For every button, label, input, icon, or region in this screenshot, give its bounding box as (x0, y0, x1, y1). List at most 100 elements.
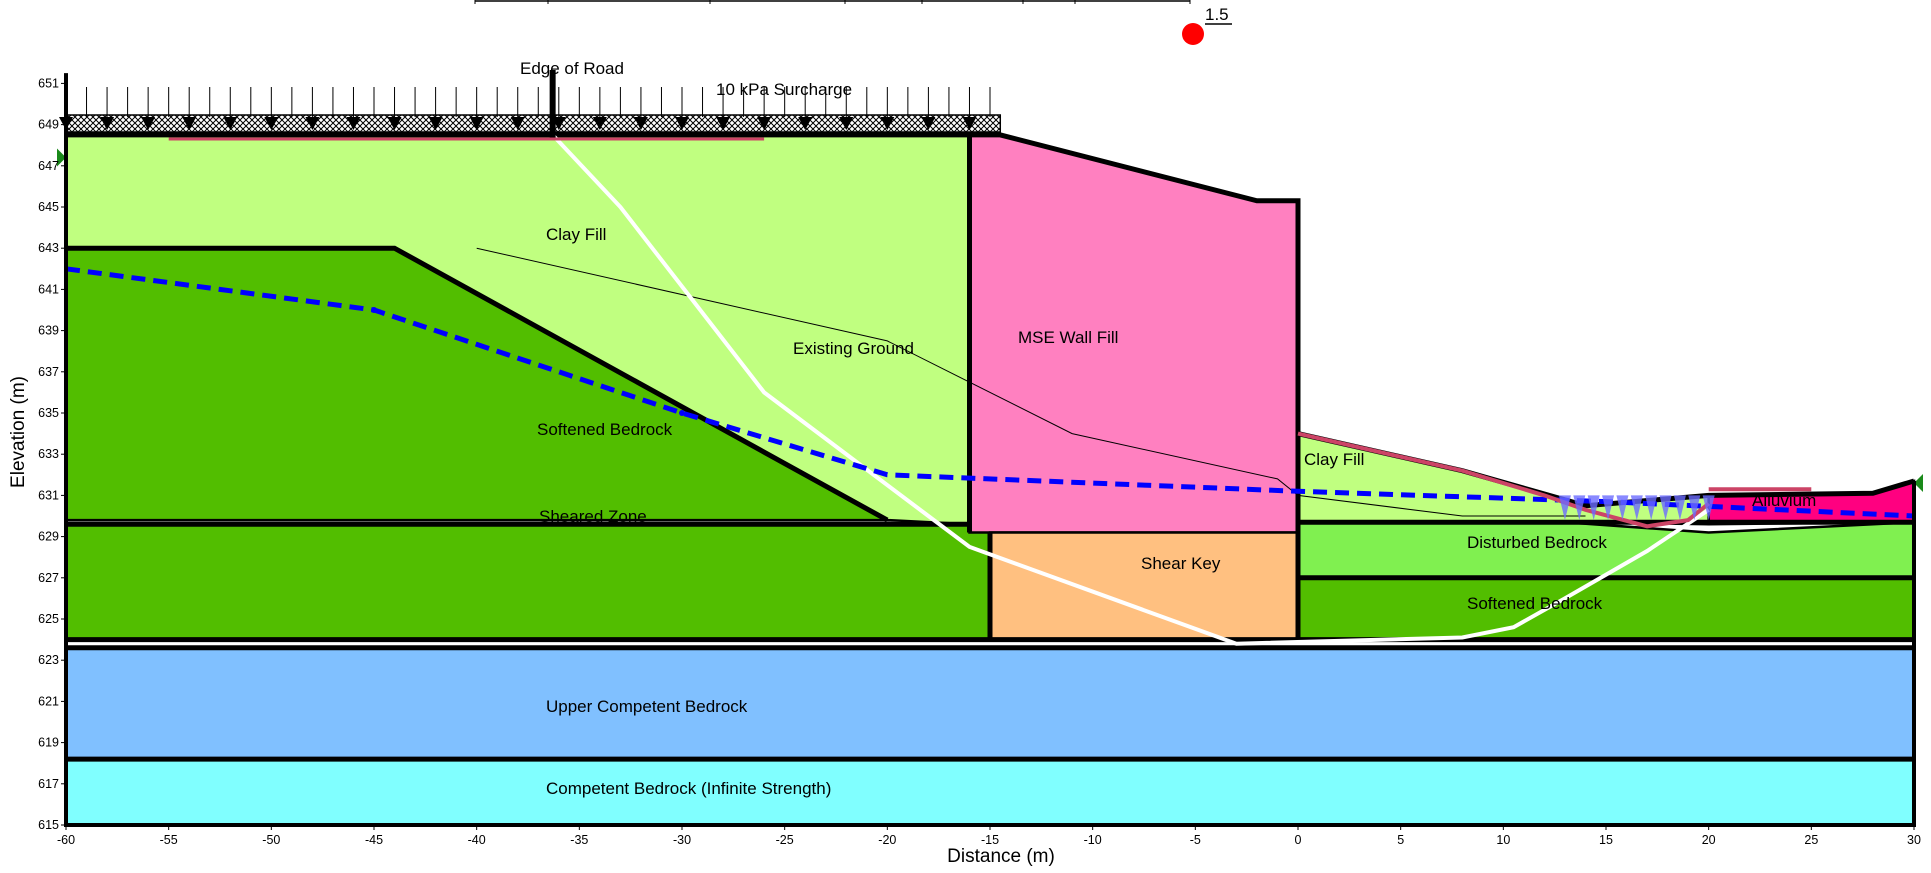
pore-pressure-arrow (1688, 495, 1701, 521)
critical-slip-surface (551, 133, 1710, 646)
surcharge-arrowhead (592, 117, 607, 130)
x-tick-label: -15 (981, 833, 999, 847)
y-tick-label: 637 (38, 365, 59, 379)
y-tick-label: 623 (38, 653, 59, 667)
x-tick-label: 5 (1397, 833, 1404, 847)
x-tick-label: -5 (1190, 833, 1201, 847)
x-tick-label: -55 (160, 833, 178, 847)
y-tick-label: 635 (38, 406, 59, 420)
surcharge-arrowhead (100, 117, 115, 130)
surcharge-arrowhead (346, 117, 361, 130)
existing-ground-line (476, 247, 1586, 517)
factor-of-safety-label: 1.5 (1205, 5, 1229, 24)
y-tick-label: 647 (38, 159, 59, 173)
left-boundary-marker (57, 148, 66, 167)
surcharge-arrowhead (428, 117, 443, 130)
disturbed-bedrock-label: Disturbed Bedrock (1467, 533, 1607, 552)
clay-fill-label: Clay Fill (546, 225, 606, 244)
competent-bedrock-region (64, 757, 1916, 827)
y-tick-label: 629 (38, 530, 59, 544)
pore-pressure-arrow (1616, 495, 1629, 521)
edge-of-road-label: Edge of Road (520, 59, 624, 78)
x-tick-label: 30 (1907, 833, 1921, 847)
surcharge-arrowhead (510, 117, 525, 130)
competent-bedrock-label: Competent Bedrock (Infinite Strength) (546, 779, 831, 798)
pore-pressure-arrow (1702, 495, 1715, 521)
shear-key-region (988, 531, 1300, 641)
surcharge-arrowhead (223, 117, 238, 130)
slip-exit-range (1297, 431, 1710, 529)
y-tick-label: 625 (38, 612, 59, 626)
softened-bedrock-label: Softened Bedrock (537, 420, 673, 439)
surcharge-arrowhead (141, 117, 156, 130)
surcharge-arrowhead (880, 117, 895, 130)
slip-centre-marker (1182, 23, 1204, 45)
surcharge-arrowhead (757, 117, 772, 130)
lower-left-bedrock-region (64, 522, 992, 641)
y-tick-label: 631 (38, 488, 59, 502)
softened-bedrock-right-label: Softened Bedrock (1467, 594, 1603, 613)
surcharge-arrowhead (839, 117, 854, 130)
surcharge-arrowhead (716, 117, 731, 130)
y-tick-label: 619 (38, 736, 59, 750)
x-tick-label: -35 (570, 833, 588, 847)
y-tick-label: 621 (38, 694, 59, 708)
surcharge-arrowhead (305, 117, 320, 130)
y-tick-label: 649 (38, 118, 59, 132)
x-tick-label: -20 (878, 833, 896, 847)
surcharge-arrowhead (633, 117, 648, 130)
water-table-marker-1 (679, 410, 685, 416)
y-tick-label: 643 (38, 241, 59, 255)
upper-competent-bedrock-region (64, 646, 1916, 761)
surcharge-arrowhead (921, 117, 936, 130)
softened-bedrock-right-region (1296, 576, 1916, 641)
y-tick-label: 615 (38, 818, 59, 832)
x-tick-label: -50 (262, 833, 280, 847)
pore-pressure-arrow (1630, 495, 1643, 521)
x-tick-label: 10 (1496, 833, 1510, 847)
pore-pressure-arrow (1645, 495, 1658, 521)
y-axis-title: Elevation (m) (8, 376, 29, 488)
surcharge-arrowhead (798, 117, 813, 130)
slice-table-fragment (474, 0, 1191, 4)
y-tick-label: 641 (38, 282, 59, 296)
x-tick-label: -60 (57, 833, 75, 847)
x-tick-label: 0 (1295, 833, 1302, 847)
right-boundary-marker (1914, 474, 1923, 493)
y-tick-label: 627 (38, 571, 59, 585)
surcharge-arrowhead (962, 117, 977, 130)
x-tick-label: -30 (673, 833, 691, 847)
x-tick-label: 20 (1702, 833, 1716, 847)
upper-competent-bedrock-label: Upper Competent Bedrock (546, 697, 748, 716)
pore-pressure-arrow (1659, 495, 1672, 521)
existing-ground-label: Existing Ground (793, 339, 914, 358)
pore-pressure-arrow (1602, 495, 1615, 521)
surcharge-arrowhead (469, 117, 484, 130)
shear-key-label: Shear Key (1141, 554, 1221, 573)
x-tick-label: 25 (1804, 833, 1818, 847)
alluvium-label: Alluvium (1752, 491, 1816, 510)
x-axis-title: Distance (m) (947, 846, 1055, 867)
sheared-zone-label: Sheared Zone (539, 507, 647, 526)
x-tick-label: 15 (1599, 833, 1613, 847)
water-table-marker-0 (371, 307, 377, 313)
x-tick-label: -25 (776, 833, 794, 847)
x-tick-label: -45 (365, 833, 383, 847)
y-tick-label: 617 (38, 777, 59, 791)
y-tick-label: 651 (38, 76, 59, 90)
surcharge-label: 10 kPa Surcharge (716, 80, 852, 99)
x-tick-label: -40 (468, 833, 486, 847)
edge-of-road-marker (549, 70, 556, 138)
pore-pressure-arrow (1573, 495, 1586, 521)
mse-wall-fill-label: MSE Wall Fill (1018, 328, 1118, 347)
y-tick-label: 639 (38, 324, 59, 338)
y-tick-label: 645 (38, 200, 59, 214)
surcharge-arrowhead (182, 117, 197, 130)
pore-pressure-arrow (1673, 495, 1686, 521)
overlay-lines (57, 70, 1923, 762)
pore-pressure-arrow (1587, 495, 1600, 521)
clay-fill-right-label: Clay Fill (1304, 450, 1364, 469)
